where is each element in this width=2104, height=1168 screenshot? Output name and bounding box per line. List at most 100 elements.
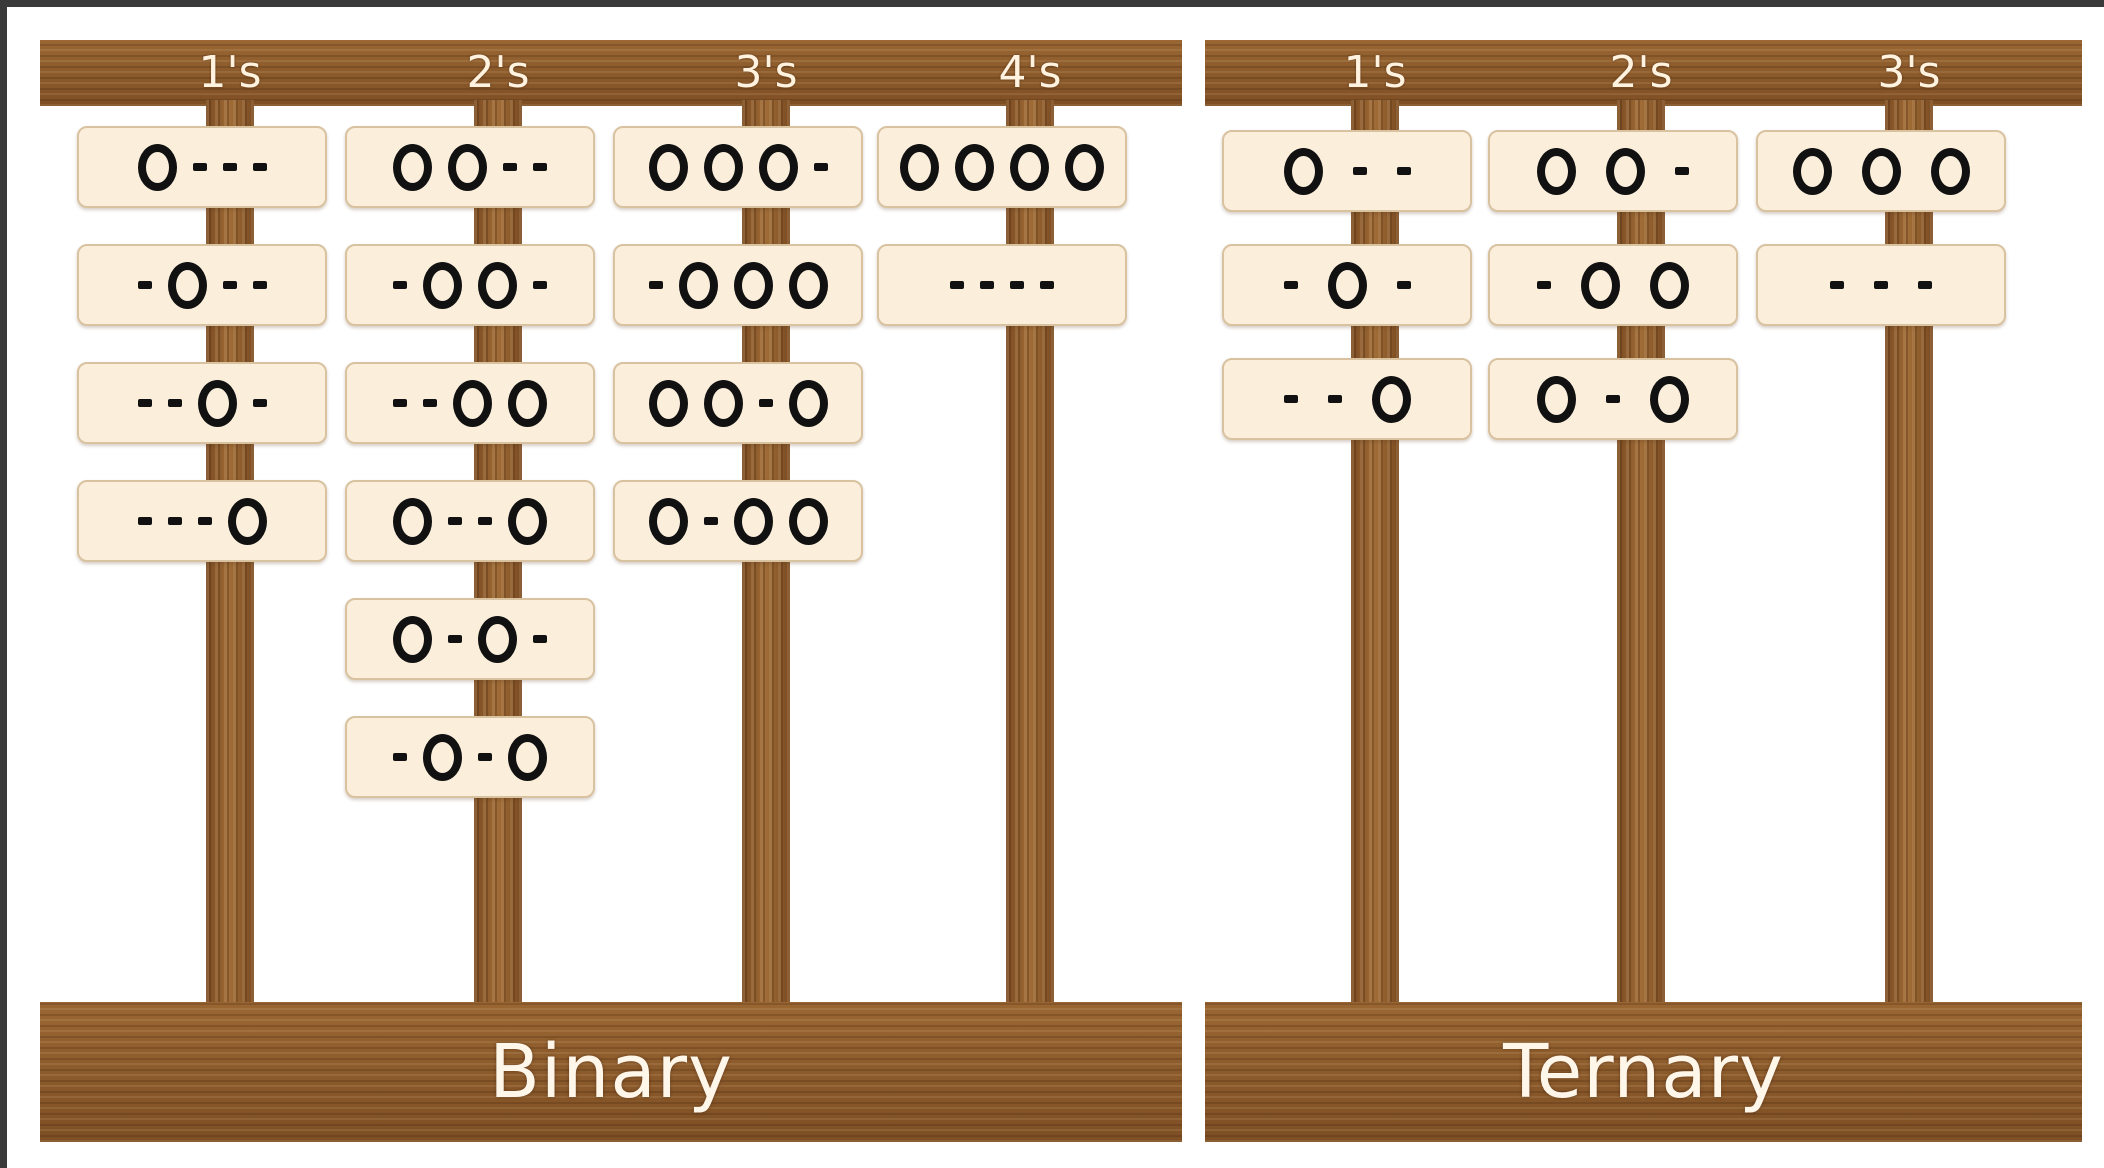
dash-icon: [1353, 167, 1367, 175]
dash-icon: [704, 517, 718, 525]
binary-pattern-card: [613, 126, 863, 208]
ring-icon: [1065, 144, 1104, 191]
dash-icon: [253, 163, 267, 171]
dash-icon: [253, 399, 267, 407]
binary-pattern-card: [345, 362, 595, 444]
ternary-pattern-card: [1222, 130, 1472, 212]
ternary-pattern-card: [1488, 244, 1738, 326]
dash-icon: [1675, 167, 1689, 175]
ternary-pattern-card: [1488, 130, 1738, 212]
binary-pattern-card: [345, 598, 595, 680]
ring-icon: [1650, 262, 1689, 309]
dash-icon: [1284, 395, 1298, 403]
dash-icon: [1397, 281, 1411, 289]
ring-icon: [1581, 262, 1620, 309]
ring-icon: [1284, 148, 1323, 195]
dash-icon: [1328, 395, 1342, 403]
binary-pattern-card: [613, 480, 863, 562]
dash-icon: [759, 399, 773, 407]
binary-pole-4: [1006, 100, 1054, 1010]
ring-icon: [704, 144, 743, 191]
ternary-base-beam: Ternary: [1205, 1002, 2082, 1142]
dash-icon: [448, 517, 462, 525]
binary-base-beam: Binary: [40, 1002, 1182, 1142]
ring-icon: [1537, 376, 1576, 423]
dash-icon: [1010, 281, 1024, 289]
ring-icon: [1328, 262, 1367, 309]
dash-icon: [503, 163, 517, 171]
binary-column-label-2: 2's: [428, 40, 568, 106]
window-frame-top: [0, 0, 2104, 7]
dash-icon: [980, 281, 994, 289]
ternary-pole-1: [1351, 100, 1399, 1010]
dash-icon: [533, 635, 547, 643]
ring-icon: [393, 144, 432, 191]
ternary-pattern-card: [1756, 244, 2006, 326]
dash-icon: [1040, 281, 1054, 289]
dash-icon: [950, 281, 964, 289]
ring-icon: [1793, 148, 1832, 195]
ring-icon: [789, 380, 828, 427]
ring-icon: [1372, 376, 1411, 423]
ring-icon: [228, 498, 267, 545]
dash-icon: [138, 399, 152, 407]
binary-pattern-card: [77, 362, 327, 444]
ternary-panel: 1's 2's 3's Ternary: [1205, 40, 2082, 1142]
binary-pattern-card: [77, 244, 327, 326]
ring-icon: [649, 380, 688, 427]
binary-pattern-card: [877, 126, 1127, 208]
ternary-pattern-card: [1222, 244, 1472, 326]
dash-icon: [393, 753, 407, 761]
dash-icon: [1537, 281, 1551, 289]
binary-pattern-card: [77, 480, 327, 562]
dash-icon: [193, 163, 207, 171]
ternary-column-label-3: 3's: [1839, 40, 1979, 106]
binary-pattern-card: [345, 480, 595, 562]
dash-icon: [223, 281, 237, 289]
ring-icon: [423, 262, 462, 309]
ring-icon: [168, 262, 207, 309]
ternary-pole-2: [1617, 100, 1665, 1010]
ring-icon: [649, 144, 688, 191]
ring-icon: [789, 498, 828, 545]
dash-icon: [533, 281, 547, 289]
dash-icon: [533, 163, 547, 171]
binary-column-label-3: 3's: [696, 40, 836, 106]
binary-system-label: Binary: [40, 1024, 1182, 1120]
dash-icon: [1918, 281, 1932, 289]
ring-icon: [704, 380, 743, 427]
ring-icon: [508, 380, 547, 427]
dash-icon: [478, 753, 492, 761]
ring-icon: [448, 144, 487, 191]
binary-pattern-card: [345, 126, 595, 208]
binary-column-label-4: 4's: [960, 40, 1100, 106]
dash-icon: [168, 399, 182, 407]
binary-pattern-card: [77, 126, 327, 208]
binary-pattern-card: [613, 362, 863, 444]
ring-icon: [393, 498, 432, 545]
ring-icon: [679, 262, 718, 309]
dash-icon: [814, 163, 828, 171]
ring-icon: [393, 616, 432, 663]
dash-icon: [423, 399, 437, 407]
ring-icon: [453, 380, 492, 427]
ring-icon: [1931, 148, 1970, 195]
ring-icon: [423, 734, 462, 781]
binary-pattern-card: [613, 244, 863, 326]
ring-icon: [1650, 376, 1689, 423]
ring-icon: [734, 262, 773, 309]
dash-icon: [1606, 395, 1620, 403]
ring-icon: [508, 498, 547, 545]
binary-pattern-card: [345, 716, 595, 798]
ring-icon: [1010, 144, 1049, 191]
dash-icon: [393, 281, 407, 289]
ring-icon: [955, 144, 994, 191]
ternary-pattern-card: [1488, 358, 1738, 440]
dash-icon: [223, 163, 237, 171]
ring-icon: [759, 144, 798, 191]
window-frame-left: [0, 0, 7, 1168]
dash-icon: [138, 281, 152, 289]
binary-pattern-card: [877, 244, 1127, 326]
ring-icon: [734, 498, 773, 545]
dash-icon: [393, 399, 407, 407]
